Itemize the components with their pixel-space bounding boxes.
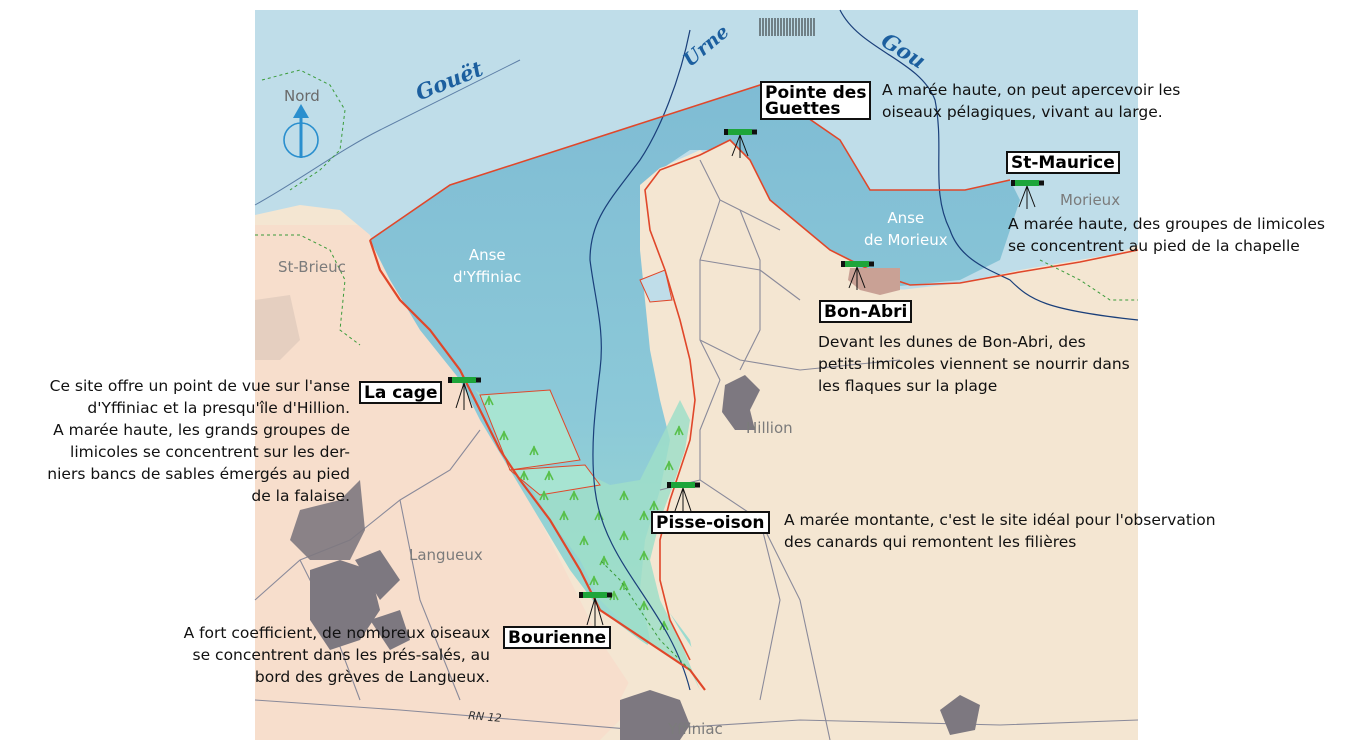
site-label-la-cage: La cage (359, 381, 443, 404)
site-description-pisse-oison: A marée montante, c'est le site idéal po… (784, 511, 1216, 551)
telescope-icon (724, 129, 757, 158)
reserve-coastline (368, 239, 706, 691)
town-label-morieux: Morieux (1060, 191, 1121, 209)
telescope-icon (448, 377, 481, 410)
reserve-boundary (369, 84, 1011, 241)
town-label-yffiniac: Yffiniac (668, 720, 723, 738)
marsh-parcel (479, 389, 581, 471)
site-label-st-maurice: St-Maurice (1006, 151, 1120, 174)
site-description-la-cage: Ce site offre un point de vue sur l'anse… (47, 377, 350, 505)
town-label-st-brieuc: St-Brieuc (278, 258, 346, 276)
town-label-hillion: Hillion (746, 419, 793, 437)
marsh-vegetation (484, 395, 684, 631)
compass-label: Nord (284, 87, 320, 105)
town-label-langueux: Langueux (409, 546, 483, 564)
telescope-icon (579, 592, 612, 627)
jetty (759, 18, 815, 36)
urban-areas (255, 295, 980, 740)
river-urne (589, 29, 691, 691)
bon-abri-dunes (848, 268, 900, 295)
river-gouet (254, 59, 521, 206)
bay-parcel (639, 269, 673, 303)
site-label-pisse-oison: Pisse-oison (651, 511, 770, 534)
telescope-icon (1011, 180, 1044, 209)
compass-icon (283, 104, 319, 158)
telescope-icon (667, 482, 700, 513)
bay-yffiniac (370, 85, 1020, 690)
telescope-icon (841, 261, 874, 290)
commune-boundaries (255, 69, 1138, 671)
site-label-bon-abri: Bon-Abri (819, 300, 913, 323)
site-label-bourienne: Bourienne (503, 626, 612, 649)
marsh-parcel (508, 464, 601, 496)
river-gouessant (839, 9, 1139, 321)
hillion-peninsula (620, 140, 1138, 740)
road-label: RN 12 (468, 709, 502, 725)
